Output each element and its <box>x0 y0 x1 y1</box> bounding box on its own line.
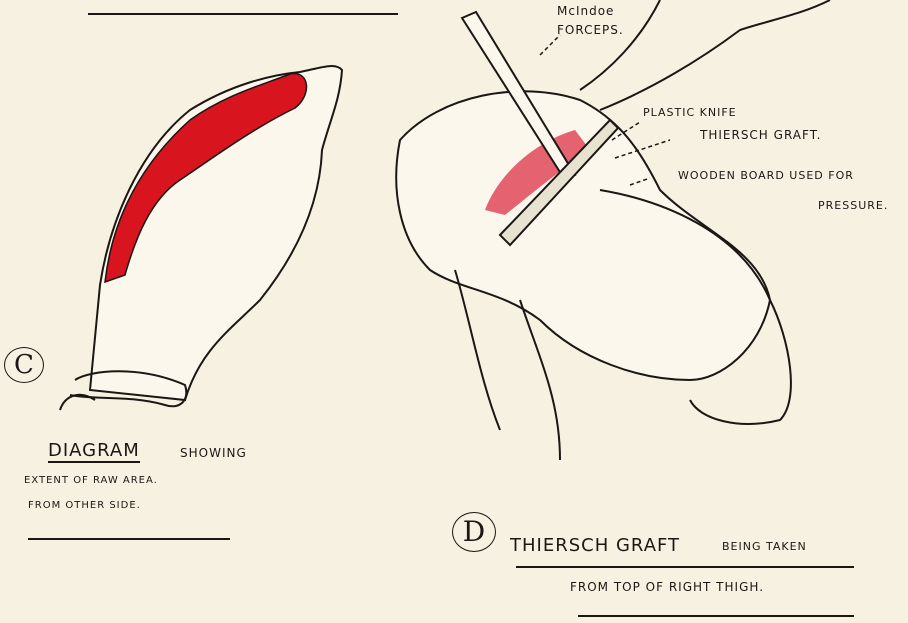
panel-d-caption-line2: From top of right thigh. <box>570 580 765 594</box>
thigh-drawing-d <box>395 0 831 461</box>
pointer-arrows <box>539 34 671 186</box>
raw-area-highlight <box>104 72 308 284</box>
label-knife: Plastic knife <box>643 106 737 119</box>
panel-d-rule-1 <box>516 566 854 568</box>
panel-c-marker: C <box>4 347 44 383</box>
graft-raw-area <box>485 130 590 215</box>
panel-c-caption-title: Diagram <box>48 440 140 463</box>
knife-icon <box>498 118 620 247</box>
label-forceps-2: Forceps. <box>557 23 624 37</box>
panel-c-rule <box>28 538 230 540</box>
panel-c-caption-word: showing <box>180 446 247 460</box>
label-board-1: Wooden board used for <box>678 169 854 182</box>
label-graft: Thiersch graft. <box>700 128 822 142</box>
panel-d-caption-rest: being taken <box>722 540 807 553</box>
hand-drawing-c <box>59 65 344 411</box>
panel-c-caption-line2: Extent of raw area. <box>24 475 158 486</box>
panel-c-caption-line3: From other side. <box>28 500 141 511</box>
label-board-2: pressure. <box>818 199 889 212</box>
panel-d-rule-2 <box>578 615 854 617</box>
label-forceps-1: McIndoe <box>557 4 615 18</box>
panel-d-caption-title: Thiersch graft <box>510 535 681 556</box>
panel-d-marker: D <box>452 512 496 552</box>
